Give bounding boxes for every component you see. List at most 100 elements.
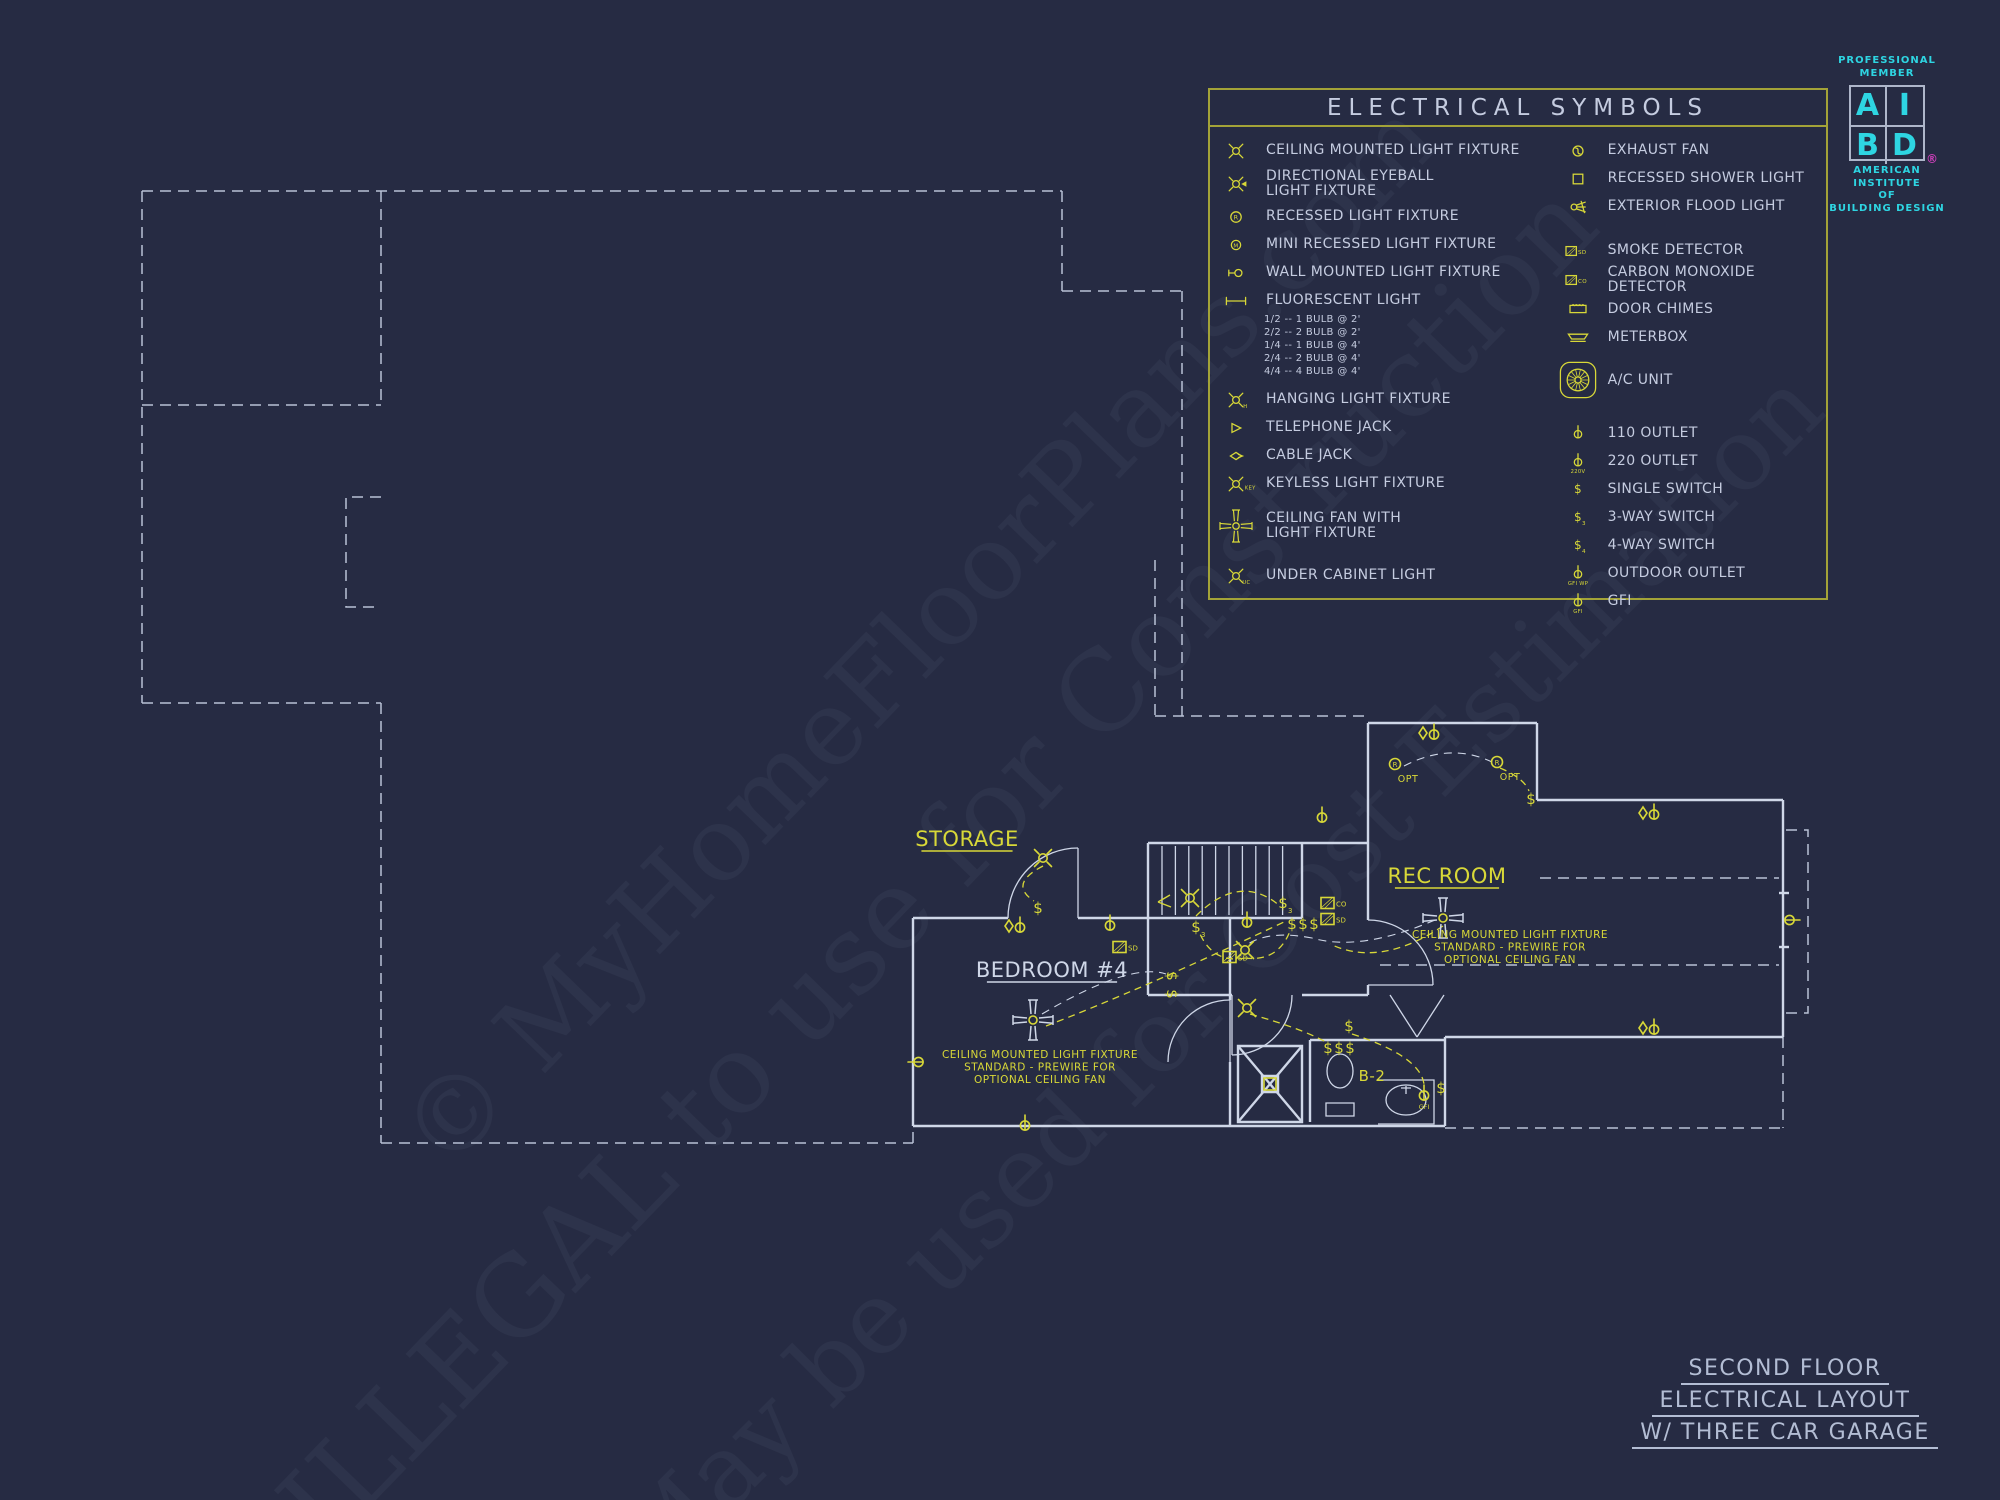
title-block-line: SECOND FLOOR xyxy=(1680,1356,1890,1385)
plan-symbol-single-switch: $ xyxy=(1163,989,1181,999)
plan-symbol-ceiling-light xyxy=(1235,940,1255,960)
svg-text:R: R xyxy=(1393,761,1398,769)
plan-label: REC ROOM xyxy=(1388,864,1507,888)
switch-3-icon: $3 xyxy=(1574,510,1586,527)
legend-item-label: SMOKE DETECTOR xyxy=(1607,242,1744,259)
logo-letter-grid: A I B D ® xyxy=(1849,85,1938,166)
legend-item-door-chimes: DOOR CHIMES xyxy=(1554,295,1822,323)
recessed-light-icon: R xyxy=(1230,211,1242,223)
legend-item-label: 3-WAY SWITCH xyxy=(1607,508,1716,525)
bath-fixtures xyxy=(1325,1053,1435,1125)
plan-label: STORAGE xyxy=(915,827,1018,851)
logo-letter: D xyxy=(1892,127,1918,163)
plan-symbol-pair-gfi-110 xyxy=(1004,916,1026,934)
plan-symbol-single-switch: $ xyxy=(1287,915,1297,933)
plan-symbol-gfi: GFI xyxy=(1418,1084,1429,1111)
keyless-light-icon: KEY xyxy=(1228,476,1256,492)
plan-symbol-single-switch: $ xyxy=(1526,790,1536,808)
stairs xyxy=(1161,846,1284,915)
svg-text:220V: 220V xyxy=(1570,469,1585,475)
legend-item-label: RECESSED LIGHT FIXTURE xyxy=(1266,208,1460,225)
plan-symbol-ceiling-fan-gray xyxy=(1012,999,1054,1041)
svg-text:SD: SD xyxy=(1336,917,1346,925)
svg-text:$: $ xyxy=(1574,538,1582,552)
plan-symbol-pair-gfi-110 xyxy=(1638,803,1660,821)
plan-symbol-smoke-detector: SD xyxy=(1112,940,1138,954)
ceiling-fan-icon xyxy=(1219,509,1253,543)
walls xyxy=(911,721,1789,1128)
outlet-220-icon: 220V xyxy=(1570,453,1585,475)
legend-item-label: METERBOX xyxy=(1607,328,1688,345)
door-chimes-icon xyxy=(1568,304,1587,314)
legend-item-label: A/C UNIT xyxy=(1607,371,1673,388)
logo-member-line: PROFESSIONAL xyxy=(1838,55,1936,66)
legend-item-smoke-detector: SD SMOKE DETECTOR xyxy=(1554,237,1822,265)
svg-text:$: $ xyxy=(1191,918,1201,936)
mini-recessed-icon: M xyxy=(1230,239,1242,251)
legend-item-label: 220 OUTLET xyxy=(1607,452,1698,469)
plan-symbol-ceiling-light xyxy=(1033,848,1053,868)
plan-label: OPT xyxy=(1398,774,1419,785)
plan-symbol-single-switch: $ xyxy=(1345,1039,1355,1057)
legend-item-outlet-110: 110 OUTLET xyxy=(1554,419,1822,447)
plan-symbol-switch-3: $3 xyxy=(1191,918,1205,939)
legend-item-outlet-220: 220V 220 OUTLET xyxy=(1554,447,1822,475)
legend-item-label: TELEPHONE JACK xyxy=(1266,419,1392,436)
recessed-shower-icon xyxy=(1572,173,1584,185)
legend-item-label: CARBON MONOXIDE DETECTOR xyxy=(1607,264,1756,296)
outlet-110-icon xyxy=(1573,425,1582,439)
plan-symbol-outlet-110 xyxy=(1316,806,1328,823)
svg-text:$: $ xyxy=(1033,899,1043,917)
telephone-jack-icon xyxy=(1231,422,1243,434)
svg-text:$: $ xyxy=(1287,915,1297,933)
plan-symbol-ceiling-light xyxy=(1237,998,1257,1018)
plan-symbol-co-detector: CO xyxy=(1320,896,1347,910)
legend-item-cable-jack: CABLE JACK xyxy=(1212,442,1554,470)
svg-text:$: $ xyxy=(1344,1017,1354,1035)
legend-item-directional-eyeball: DIRECTIONAL EYEBALL LIGHT FIXTURE xyxy=(1212,165,1554,203)
logo-member-line: MEMBER xyxy=(1859,67,1915,79)
plan-symbol-opt-recessed: R xyxy=(1388,757,1402,771)
svg-text:KEY: KEY xyxy=(1245,486,1256,492)
legend-item-label: FLUORESCENT LIGHT xyxy=(1266,292,1421,309)
plan-symbol-opt-recessed: R xyxy=(1490,755,1504,769)
legend-item-label: 110 OUTLET xyxy=(1607,424,1698,441)
legend-item-label: CABLE JACK xyxy=(1266,447,1353,464)
legend-item-exterior-flood: EXTERIOR FLOOD LIGHT xyxy=(1554,193,1822,221)
plan-symbol-outlet-110 xyxy=(907,1056,924,1068)
svg-text:$: $ xyxy=(1323,1039,1333,1057)
plan-symbol-single-switch: $ xyxy=(1323,1039,1333,1057)
plan-symbol-single-switch: $ xyxy=(1033,899,1043,917)
plan-symbol-smoke-detector: SD xyxy=(1320,912,1346,926)
doors xyxy=(1007,847,1445,1063)
plan-symbol-pair-gfi-110 xyxy=(1638,1018,1660,1036)
legend-title: ELECTRICAL SYMBOLS xyxy=(1210,90,1826,127)
legend-item-ceiling-fan: CEILING FAN WITH LIGHT FIXTURE xyxy=(1212,498,1554,554)
svg-text:$: $ xyxy=(1278,894,1288,912)
legend-item-label: 4-WAY SWITCH xyxy=(1607,536,1716,553)
co-detector-icon: CO xyxy=(1564,275,1586,286)
title-block-line: ELECTRICAL LAYOUT xyxy=(1651,1388,1919,1417)
svg-text:SD: SD xyxy=(1238,955,1248,963)
legend-item-switch-3: $3 3-WAY SWITCH xyxy=(1554,503,1822,531)
svg-text:M: M xyxy=(1233,243,1238,249)
electrical-symbols-legend: ELECTRICAL SYMBOLS CEILING MOUNTED LIGHT… xyxy=(1208,88,1828,615)
legend-item-single-switch: $SINGLE SWITCH xyxy=(1554,475,1822,503)
plan-label: B-2 xyxy=(1359,1067,1386,1085)
plan-symbol-single-switch: $ xyxy=(1309,915,1319,933)
ac-unit-icon xyxy=(1559,361,1596,399)
smoke-detector-icon: SD xyxy=(1564,245,1586,257)
legend-item-recessed-light: R RECESSED LIGHT FIXTURE xyxy=(1212,203,1554,231)
legend-item-label: DOOR CHIMES xyxy=(1607,300,1714,317)
plan-symbol-ceiling-light xyxy=(1180,888,1200,908)
logo-org-line: BUILDING DESIGN xyxy=(1829,202,1945,214)
